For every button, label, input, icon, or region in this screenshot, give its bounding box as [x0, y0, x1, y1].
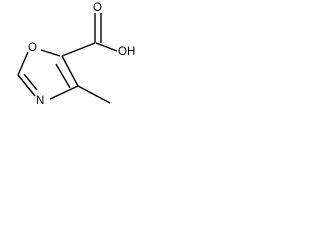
ring-nitrogen-label: N	[36, 95, 44, 107]
carbonyl-oxygen-label: O	[93, 2, 102, 14]
bond-n3-c2-inner	[23, 73, 38, 91]
hydroxyl-label: OH	[118, 46, 135, 58]
bond-c4-methyl	[77, 85, 111, 104]
bond-c2-o1	[17, 51, 29, 76]
bond-o1-c5	[40, 49, 61, 57]
bond-c5-carboxyl	[61, 42, 96, 57]
bond-c-oh	[95, 42, 118, 52]
ring-oxygen-label: O	[28, 42, 37, 54]
bond-c5-c4-inner	[55, 63, 71, 89]
bond-n3-c2	[17, 74, 36, 97]
bond-c5-c4	[61, 55, 79, 87]
oxazole-carboxylic-acid-structure: O N O OH	[17, 2, 135, 107]
bond-c4-n3	[49, 85, 79, 100]
